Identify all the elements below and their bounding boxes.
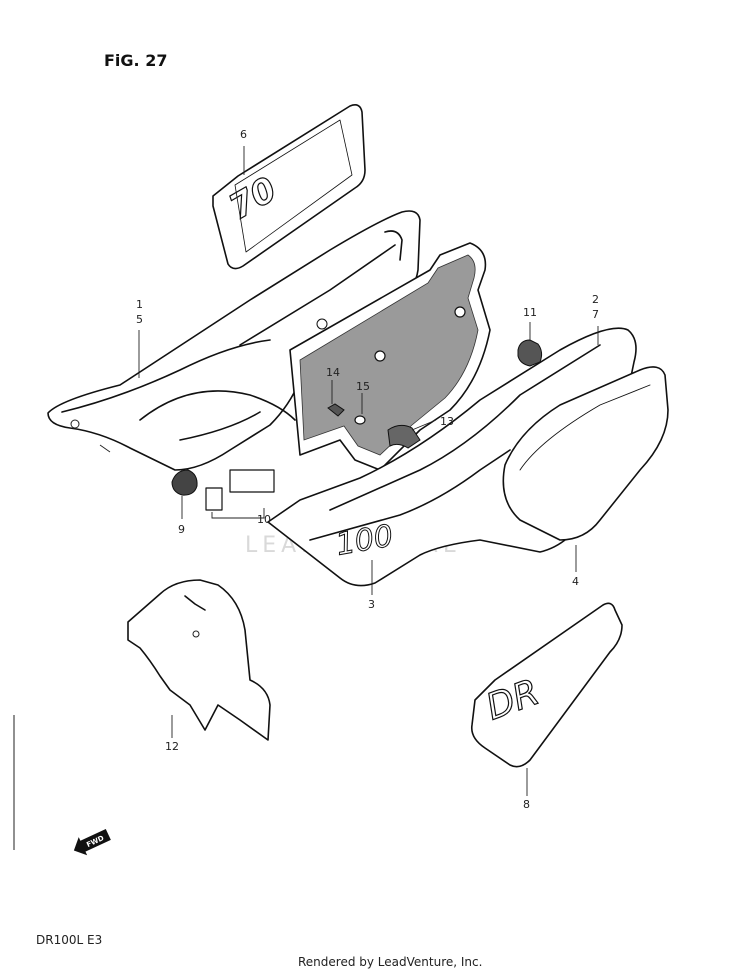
callout-2: 2 xyxy=(592,293,599,306)
clip-13 xyxy=(387,424,421,449)
grommet-11 xyxy=(517,339,543,367)
washer-15 xyxy=(354,415,366,425)
forward-arrow-icon: FWD xyxy=(73,828,111,856)
emblem-decal-8: DR xyxy=(470,602,623,768)
label-plates-10 xyxy=(205,469,275,511)
callout-12: 12 xyxy=(165,740,179,753)
side-panel-4 xyxy=(502,366,669,541)
plate-12 xyxy=(127,579,271,741)
callout-9: 9 xyxy=(178,523,185,536)
emblem-decal-6: 70 xyxy=(212,104,366,270)
screw-14 xyxy=(327,403,345,417)
callout-8: 8 xyxy=(523,798,530,811)
callout-10: 10 xyxy=(257,513,271,526)
callout-11: 11 xyxy=(523,306,537,319)
callout-7: 7 xyxy=(592,308,599,321)
callout-3: 3 xyxy=(368,598,375,611)
callout-4: 4 xyxy=(572,575,579,588)
callout-6: 6 xyxy=(240,128,247,141)
figure-title: FiG. 27 xyxy=(104,51,167,70)
credit-text: Rendered by LeadVenture, Inc. xyxy=(298,955,482,969)
callout-1: 1 xyxy=(136,298,143,311)
frame-cover-left xyxy=(47,210,421,471)
callout-15: 15 xyxy=(356,380,370,393)
grommet-9 xyxy=(171,469,198,496)
model-code: DR100L E3 xyxy=(36,933,102,947)
callout-5: 5 xyxy=(136,313,143,326)
callout-13: 13 xyxy=(440,415,454,428)
leader-lines xyxy=(138,146,599,796)
callout-14: 14 xyxy=(326,366,340,379)
